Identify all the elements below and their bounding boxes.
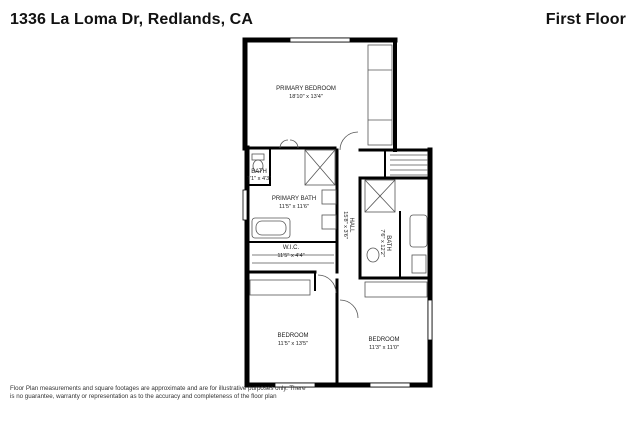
room-dims-wic: 11'5" x 4'4" [277, 253, 304, 259]
disclaimer-text: Floor Plan measurements and square foota… [10, 385, 306, 400]
windows [242, 37, 433, 388]
room-labels: PRIMARY BEDROOM 18'10" x 13'4" PRIMARY B… [247, 86, 400, 351]
room-dims-bedroom-2: 11'3" x 11'0" [369, 345, 399, 351]
room-name-primary-bedroom: PRIMARY BEDROOM [276, 86, 336, 92]
room-name-bedroom-2: BEDROOM [368, 337, 399, 343]
floor-label: First Floor [545, 11, 626, 28]
room-dims-bath-small: 7'1" x 4'3" [247, 176, 271, 182]
room-dims-primary-bath: 11'5" x 11'6" [279, 204, 309, 210]
room-name-hall-bath: BATH [385, 235, 391, 251]
room-name-bath-small: BATH [251, 169, 267, 175]
walls [242, 37, 433, 388]
room-dims-primary-bedroom: 18'10" x 13'4" [289, 94, 323, 100]
room-name-wic: W.I.C. [283, 245, 300, 251]
room-name-hall: HALL [348, 217, 354, 233]
property-address: 1336 La Loma Dr, Redlands, CA [10, 11, 253, 28]
fixtures [249, 44, 428, 319]
room-name-primary-bath: PRIMARY BATH [272, 196, 316, 202]
room-dims-bedroom-1: 11'5" x 13'5" [278, 341, 308, 347]
room-dims-hall-bath: 7'6" x 12'2" [379, 229, 385, 257]
room-dims-hall: 15'8" x 3'6" [342, 211, 348, 239]
room-name-bedroom-1: BEDROOM [277, 333, 308, 339]
